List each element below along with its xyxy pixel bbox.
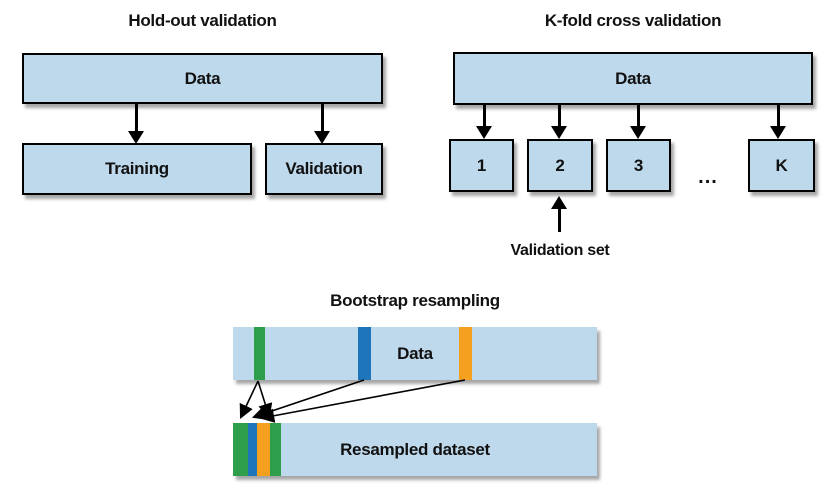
arrow-orange-to-orange <box>259 379 466 423</box>
data-sample-stripe-blue <box>358 327 371 380</box>
resampled-stripe-green-2 <box>270 423 281 476</box>
down-arrow-icon <box>128 131 144 144</box>
holdout-title: Hold-out validation <box>128 11 277 30</box>
arrow-stem <box>321 104 324 134</box>
holdout-data-label: Data <box>184 68 221 88</box>
holdout-validation-box: Validation <box>265 143 383 195</box>
down-arrow-icon <box>551 126 567 139</box>
arrow-stem <box>483 105 486 129</box>
down-arrow-icon <box>476 126 492 139</box>
arrow-stem <box>558 206 561 232</box>
bootstrap-data-label: Data <box>397 343 433 363</box>
holdout-data-box: Data <box>22 53 383 104</box>
up-arrow-icon <box>551 196 567 209</box>
holdout-training-box: Training <box>22 143 252 195</box>
bootstrap-resampled-label: Resampled dataset <box>340 439 490 459</box>
resampled-stripe-green-1 <box>233 423 248 476</box>
kfold-arrow-validation-set <box>551 196 568 232</box>
arrow-stem <box>777 105 780 129</box>
data-sample-stripe-green <box>254 327 265 380</box>
kfold-fold-3-box: 3 <box>606 139 671 192</box>
kfold-data-label: Data <box>615 68 651 88</box>
down-arrow-icon <box>770 126 786 139</box>
kfold-arrow-to-fold-2 <box>551 105 568 139</box>
kfold-arrow-to-fold-1 <box>476 105 493 139</box>
kfold-fold-k-box: K <box>748 139 815 192</box>
holdout-training-label: Training <box>105 159 169 178</box>
bootstrap-title: Bootstrap resampling <box>330 291 500 310</box>
kfold-ellipsis: ... <box>698 166 718 188</box>
arrow-green-to-green2 <box>257 380 273 419</box>
fold-1-label: 1 <box>476 155 487 175</box>
kfold-arrow-to-fold-3 <box>630 105 647 139</box>
arrow-stem <box>558 105 561 129</box>
fold-k-label: K <box>775 155 788 175</box>
kfold-fold-1-box: 1 <box>449 139 514 192</box>
kfold-fold-2-box: 2 <box>527 139 593 192</box>
bootstrap-data-bar: Data <box>233 327 597 380</box>
arrow-stem <box>637 105 640 129</box>
holdout-validation-label: Validation <box>285 159 363 178</box>
data-sample-stripe-orange <box>459 327 472 380</box>
resampled-stripe-blue <box>248 423 257 476</box>
down-arrow-icon <box>314 131 330 144</box>
kfold-data-box: Data <box>453 52 813 105</box>
kfold-validation-set-label: Validation set <box>510 242 610 259</box>
bootstrap-resampled-bar: Resampled dataset <box>233 423 597 476</box>
arrow-stem <box>135 104 138 134</box>
fold-3-label: 3 <box>633 155 644 175</box>
arrow-green-to-green1 <box>239 380 259 419</box>
holdout-arrow-to-training <box>128 104 145 144</box>
down-arrow-icon <box>630 126 646 139</box>
kfold-title: K-fold cross validation <box>544 11 722 30</box>
fold-2-label: 2 <box>555 155 565 175</box>
kfold-arrow-to-fold-k <box>770 105 787 139</box>
holdout-arrow-to-validation <box>314 104 331 144</box>
arrow-blue-to-blue <box>251 379 365 420</box>
resampled-stripe-orange <box>257 423 270 476</box>
